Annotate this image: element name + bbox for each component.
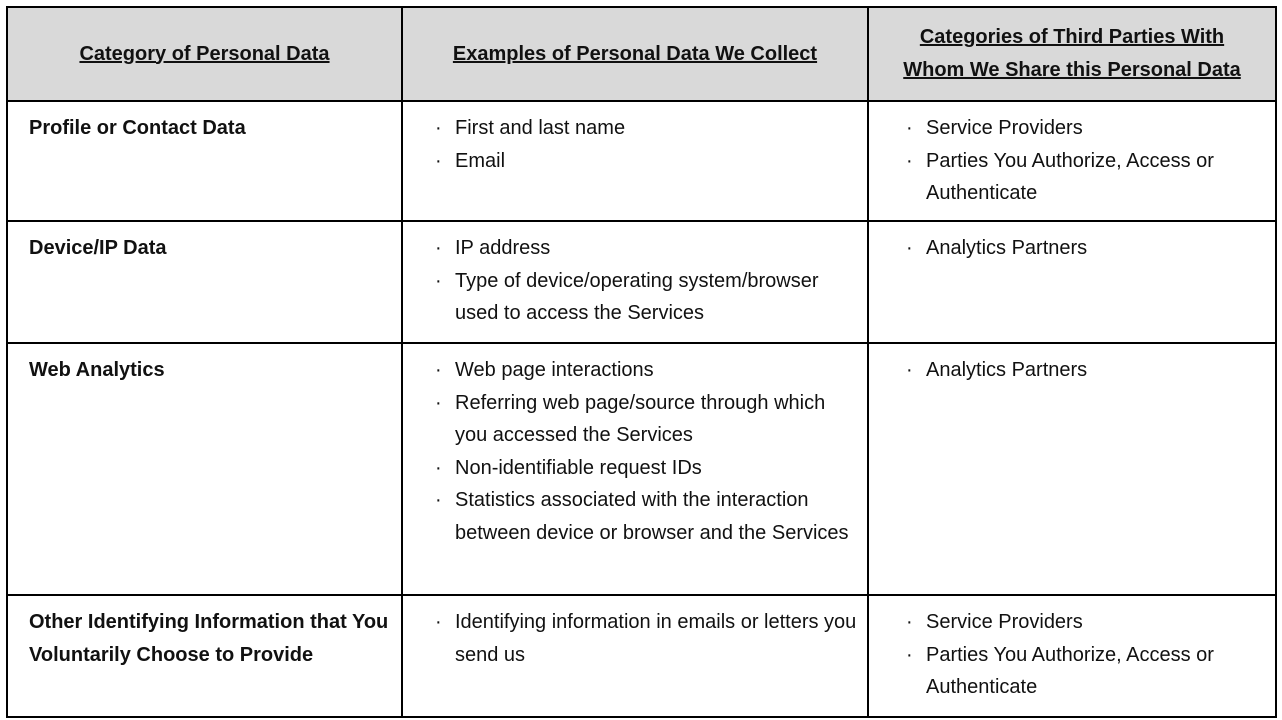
bullet-icon: · bbox=[906, 117, 913, 139]
list-item-text: Identifying information in emails or let… bbox=[455, 611, 857, 666]
header-third-parties-text: Categories of Third Parties With Whom We… bbox=[903, 26, 1241, 81]
bullet-icon: · bbox=[435, 489, 442, 511]
table-row: Web Analytics · Web page interactions · Re… bbox=[6, 342, 1277, 596]
list-item-text: Statistics associated with the interacti… bbox=[455, 489, 849, 544]
examples-cell: · Identifying information in emails or le… bbox=[401, 594, 869, 718]
list-item: · Analytics Partners bbox=[906, 232, 1267, 265]
list-item: · Statistics associated with the interact… bbox=[435, 484, 859, 549]
list-item-text: Analytics Partners bbox=[926, 237, 1088, 259]
third-parties-cell: · Analytics Partners bbox=[867, 220, 1277, 344]
bullet-icon: · bbox=[435, 269, 442, 292]
list-item: · Referring web page/source through which… bbox=[435, 387, 859, 452]
bullet-icon: · bbox=[435, 237, 442, 259]
list-item: · Service Providers bbox=[906, 112, 1267, 145]
list-item-text: Type of device/operating system/browser … bbox=[455, 269, 819, 325]
personal-data-table: Category of Personal Data Examples of Pe… bbox=[6, 6, 1277, 718]
third-parties-cell: · Service Providers · Parties You Authoriz… bbox=[867, 594, 1277, 718]
bullet-icon: · bbox=[435, 359, 442, 381]
list-item-text: Web page interactions bbox=[455, 359, 654, 381]
list-item-text: IP address bbox=[455, 237, 551, 259]
list-item-text: Parties You Authorize, Access or Authent… bbox=[926, 643, 1214, 699]
bullet-icon: · bbox=[435, 149, 442, 172]
list-item: · Type of device/operating system/browser… bbox=[435, 265, 859, 330]
category-cell: Other Identifying Information that You V… bbox=[6, 594, 403, 718]
list-item-text: Analytics Partners bbox=[926, 359, 1088, 381]
bullet-icon: · bbox=[906, 643, 913, 666]
list-item-text: Referring web page/source through which … bbox=[455, 391, 826, 447]
list-item: · Identifying information in emails or le… bbox=[435, 606, 859, 671]
header-category: Category of Personal Data bbox=[6, 6, 403, 102]
third-parties-list: · Service Providers · Parties You Authoriz… bbox=[906, 112, 1267, 210]
personal-data-table-wrapper: Category of Personal Data Examples of Pe… bbox=[6, 6, 1277, 718]
list-item-text: Parties You Authorize, Access or Authent… bbox=[926, 149, 1214, 205]
list-item-text: Service Providers bbox=[926, 117, 1083, 139]
category-cell: Device/IP Data bbox=[6, 220, 403, 344]
bullet-icon: · bbox=[906, 237, 913, 259]
bullet-icon: · bbox=[435, 456, 442, 479]
third-parties-cell: · Analytics Partners bbox=[867, 342, 1277, 596]
bullet-icon: · bbox=[906, 149, 913, 172]
header-examples: Examples of Personal Data We Collect bbox=[401, 6, 869, 102]
table-row: Profile or Contact Data · First and last … bbox=[6, 100, 1277, 222]
third-parties-list: · Analytics Partners bbox=[906, 232, 1267, 265]
list-item: · Web page interactions bbox=[435, 354, 859, 387]
list-item-text: Email bbox=[455, 149, 506, 172]
list-item: · Service Providers bbox=[906, 606, 1267, 639]
examples-list: · IP address · Type of device/operating sy… bbox=[435, 232, 859, 330]
list-item-text: Service Providers bbox=[926, 611, 1083, 633]
table-row: Other Identifying Information that You V… bbox=[6, 594, 1277, 718]
category-cell: Web Analytics bbox=[6, 342, 403, 596]
bullet-icon: · bbox=[435, 391, 442, 414]
list-item: · Parties You Authorize, Access or Authen… bbox=[906, 145, 1267, 210]
bullet-icon: · bbox=[435, 611, 442, 633]
third-parties-cell: · Service Providers · Parties You Authoriz… bbox=[867, 100, 1277, 222]
list-item: · First and last name bbox=[435, 112, 859, 145]
table-header-row: Category of Personal Data Examples of Pe… bbox=[6, 6, 1277, 102]
list-item-text: First and last name bbox=[455, 117, 626, 139]
list-item: · Non-identifiable request IDs bbox=[435, 452, 859, 485]
examples-cell: · First and last name · Email bbox=[401, 100, 869, 222]
category-cell: Profile or Contact Data bbox=[6, 100, 403, 222]
table-row: Device/IP Data · IP address · Type of devi… bbox=[6, 220, 1277, 344]
list-item: · Parties You Authorize, Access or Authen… bbox=[906, 639, 1267, 704]
list-item-text: Non-identifiable request IDs bbox=[455, 456, 702, 479]
bullet-icon: · bbox=[906, 359, 913, 381]
header-third-parties: Categories of Third Parties With Whom We… bbox=[867, 6, 1277, 102]
bullet-icon: · bbox=[906, 611, 913, 633]
third-parties-list: · Service Providers · Parties You Authoriz… bbox=[906, 606, 1267, 704]
examples-cell: · IP address · Type of device/operating sy… bbox=[401, 220, 869, 344]
list-item: · IP address bbox=[435, 232, 859, 265]
examples-list: · Identifying information in emails or le… bbox=[435, 606, 859, 671]
list-item: · Email bbox=[435, 145, 859, 178]
list-item: · Analytics Partners bbox=[906, 354, 1267, 387]
examples-list: · Web page interactions · Referring web pa… bbox=[435, 354, 859, 549]
examples-list: · First and last name · Email bbox=[435, 112, 859, 177]
third-parties-list: · Analytics Partners bbox=[906, 354, 1267, 387]
bullet-icon: · bbox=[435, 117, 442, 139]
examples-cell: · Web page interactions · Referring web pa… bbox=[401, 342, 869, 596]
